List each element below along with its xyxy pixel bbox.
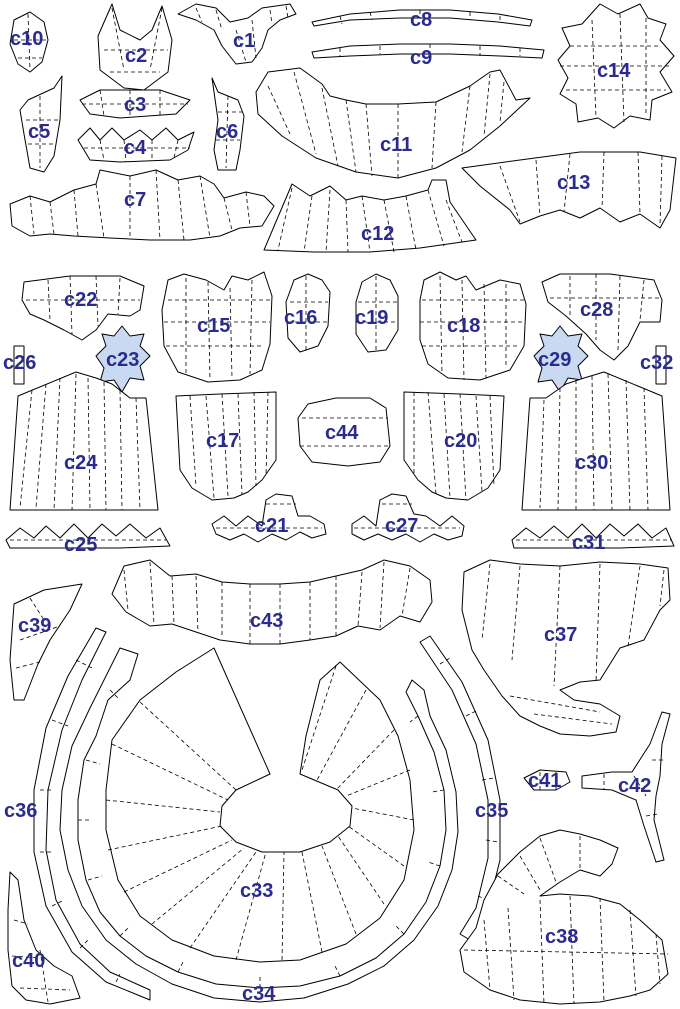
piece-c8 (311, 9, 533, 27)
label-c35: c35 (475, 800, 508, 822)
piece-c5 (19, 75, 63, 173)
piece-c28 (541, 273, 663, 361)
label-c29: c29 (538, 349, 571, 371)
label-c10: c10 (10, 28, 43, 50)
piece-c11 (255, 67, 531, 179)
piece-c12 (263, 179, 477, 253)
label-c12: c12 (361, 223, 394, 245)
piece-c14 (557, 3, 675, 129)
label-c26: c26 (3, 352, 36, 374)
piece-c2 (97, 3, 173, 91)
piece-c41 (523, 769, 571, 791)
piece-c16 (285, 273, 331, 353)
piece-c34 (59, 647, 459, 1003)
piece-c26 (13, 345, 25, 385)
label-c19: c19 (355, 307, 388, 329)
label-c20: c20 (444, 430, 477, 452)
label-c24: c24 (64, 452, 98, 474)
piece-c15 (161, 271, 273, 383)
label-c44: c44 (325, 422, 359, 444)
piece-c40 (7, 871, 81, 1005)
label-c13: c13 (557, 172, 590, 194)
label-c17: c17 (206, 430, 239, 452)
piece-c10 (9, 11, 49, 73)
piece-c31 (511, 523, 675, 549)
label-c27: c27 (385, 515, 418, 537)
label-c28: c28 (580, 299, 613, 321)
piece-c39 (9, 583, 83, 701)
piece-c25 (5, 523, 171, 549)
piece-c30 (521, 371, 671, 511)
piece-c20 (403, 391, 505, 501)
piece-c17 (175, 391, 277, 501)
label-c41: c41 (528, 770, 561, 792)
piece-c42 (581, 711, 671, 863)
label-c1: c1 (233, 30, 255, 52)
label-c33: c33 (240, 880, 273, 902)
piece-c7 (9, 169, 275, 241)
label-c11: c11 (380, 134, 412, 156)
label-c21: c21 (255, 515, 288, 537)
piece-c33 (105, 647, 415, 963)
piece-c21 (211, 493, 327, 543)
label-c34: c34 (242, 983, 276, 1005)
piece-c32 (655, 345, 667, 385)
label-c5: c5 (28, 121, 50, 143)
label-c39: c39 (18, 615, 51, 637)
label-c30: c30 (575, 452, 608, 474)
label-c3: c3 (124, 94, 146, 116)
label-c16: c16 (284, 307, 317, 329)
label-c14: c14 (597, 60, 631, 82)
labels: c10 c2 c1 c8 c9 c14 c3 c5 c6 c4 c11 c7 c… (3, 9, 673, 1005)
label-c22: c22 (64, 289, 97, 311)
piece-c37 (461, 559, 671, 737)
label-c25: c25 (64, 534, 97, 556)
label-c37: c37 (544, 624, 577, 646)
label-c18: c18 (447, 315, 480, 337)
label-c36: c36 (4, 800, 37, 822)
label-c8: c8 (410, 9, 432, 31)
label-c31: c31 (572, 532, 605, 554)
label-c42: c42 (618, 775, 651, 797)
label-c7: c7 (124, 189, 146, 211)
piece-c18 (419, 271, 527, 381)
label-c40: c40 (12, 950, 45, 972)
piece-c19 (355, 273, 399, 353)
piece-c43 (111, 559, 433, 645)
label-c15: c15 (197, 315, 230, 337)
piece-c27 (351, 493, 465, 543)
piece-c1 (177, 3, 297, 65)
label-c9: c9 (410, 47, 432, 69)
piece-c9 (311, 43, 545, 59)
label-c23: c23 (106, 349, 139, 371)
piece-c6 (211, 77, 245, 171)
piece-c4 (77, 127, 195, 163)
piece-c24 (9, 371, 159, 511)
label-c43: c43 (250, 610, 283, 632)
label-c32: c32 (640, 352, 673, 374)
label-c6: c6 (216, 121, 238, 143)
piece-c22 (21, 275, 145, 341)
piece-c38 (459, 829, 669, 1005)
label-c38: c38 (545, 926, 578, 948)
piece-c36 (33, 627, 151, 1001)
label-c2: c2 (125, 45, 147, 67)
piece-c3 (79, 89, 191, 119)
label-c4: c4 (124, 137, 147, 159)
piece-c13 (461, 151, 677, 229)
piece-c44 (297, 397, 391, 467)
